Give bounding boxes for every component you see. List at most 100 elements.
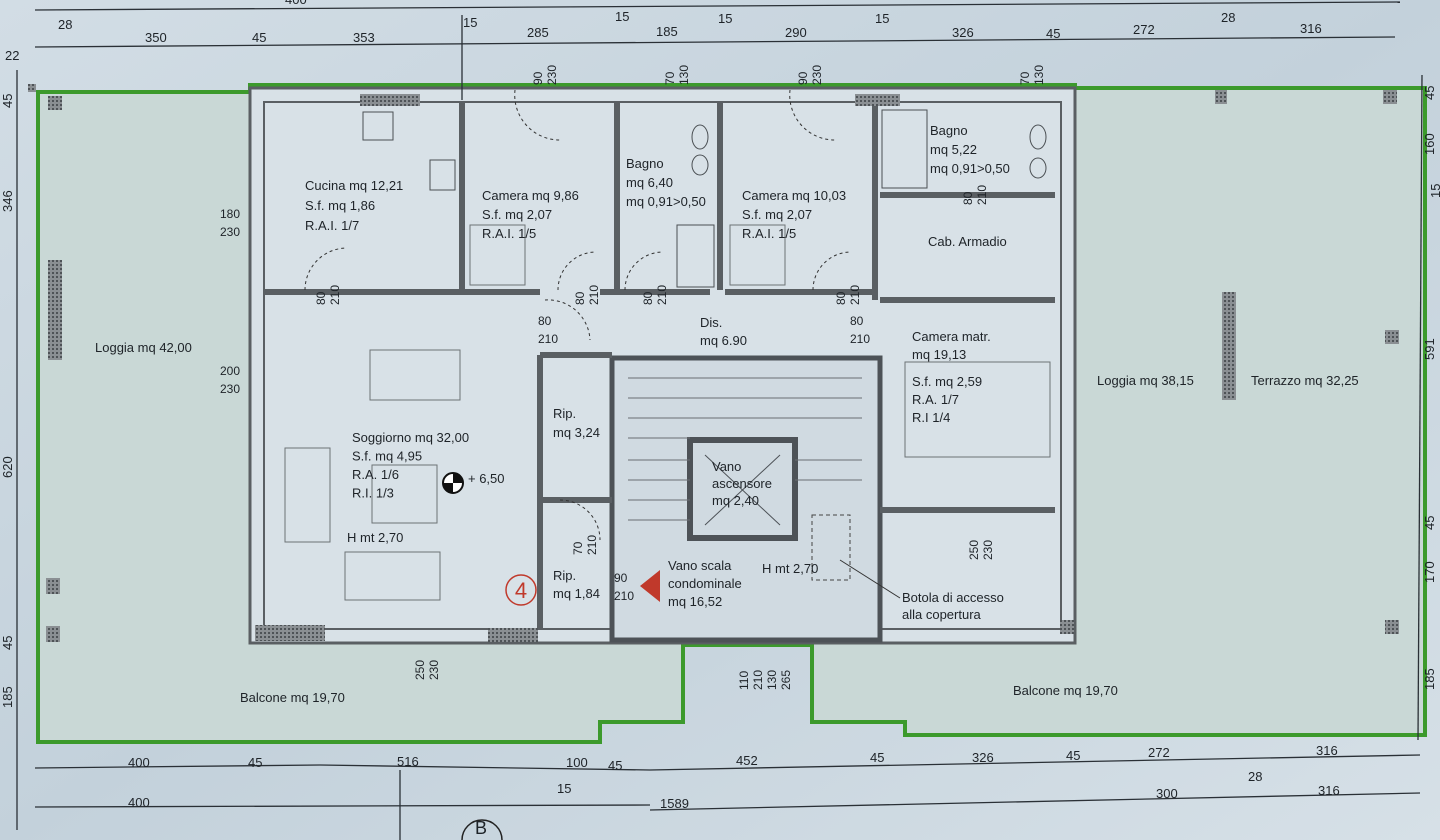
dimension-label: 15 (463, 15, 477, 30)
room-label-botola: Botola di accesso (902, 590, 1004, 605)
dimension-label: 272 (1133, 22, 1155, 37)
room-label-bagno1: mq 0,91>0,50 (626, 194, 706, 209)
room-label-rip1: mq 3,24 (553, 425, 600, 440)
room-label-bagno2: mq 5,22 (930, 142, 977, 157)
room-label-cucina: R.A.I. 1/7 (305, 218, 359, 233)
opening-dimension: 80 (834, 291, 848, 305)
dimension-label: 15 (718, 11, 732, 26)
dimension-label: 45 (0, 94, 15, 108)
opening-dimension: 210 (587, 285, 601, 305)
opening-dimension: 210 (850, 332, 870, 346)
dimension-label: 15 (557, 781, 571, 796)
opening-dimension: 230 (220, 225, 240, 239)
opening-dimension: 90 (531, 71, 545, 85)
room-label-camera1: S.f. mq 2,07 (482, 207, 552, 222)
opening-dimension: 130 (1032, 65, 1046, 85)
opening-dimension: 210 (848, 285, 862, 305)
columns (46, 90, 1399, 642)
opening-dimension: 210 (585, 535, 599, 555)
opening-dimension: 210 (975, 185, 989, 205)
dimension-label: 15 (615, 9, 629, 24)
dimension-label: 45 (1046, 26, 1060, 41)
opening-dimension: 265 (779, 670, 793, 690)
opening-dimension: 230 (981, 540, 995, 560)
opening-dimension: 110 (737, 671, 751, 690)
opening-dimension: 80 (314, 291, 328, 305)
opening-dimension: 210 (538, 332, 558, 346)
section-marker-label: B (475, 818, 487, 838)
opening-dimension: 230 (220, 382, 240, 396)
dimension-label: 45 (252, 30, 266, 45)
column (28, 84, 36, 92)
opening-dimension: 200 (220, 364, 240, 378)
opening-dimension: 70 (571, 541, 585, 555)
opening-dimension: 210 (328, 285, 342, 305)
room-label-bagno1: mq 6,40 (626, 175, 673, 190)
furniture (284, 224, 1051, 601)
room-label-camera-matr: R.A. 1/7 (912, 392, 959, 407)
room-label-bagno2: Bagno (930, 123, 968, 138)
dimension-label: 170 (1422, 561, 1437, 583)
room-label-camera-matr: Camera matr. (912, 329, 991, 344)
dimension-label: 100 (566, 755, 588, 770)
room-label-loggia-right: Loggia mq 38,15 (1097, 373, 1194, 388)
door-swings (304, 89, 852, 541)
dimension-label: 15 (875, 11, 889, 26)
room-label-level-mark: + 6,50 (468, 471, 505, 486)
room-label-camera2: Camera mq 10,03 (742, 188, 846, 203)
opening-dimension: 70 (663, 71, 677, 85)
opening-dimension: 130 (765, 670, 779, 690)
stair-treads (628, 377, 862, 521)
dimension-label: 272 (1148, 745, 1170, 760)
room-label-vano-scala: Vano scala (668, 558, 732, 573)
dimension-label: 185 (1422, 668, 1437, 690)
room-label-terrazzo: Terrazzo mq 32,25 (1251, 373, 1359, 388)
hatch-leader (839, 559, 901, 599)
opening-dimension: 230 (545, 65, 559, 85)
room-label-rip1: Rip. (553, 406, 576, 421)
opening-dimension: 210 (655, 285, 669, 305)
opening-dimension: 80 (850, 314, 864, 328)
opening-dimension: 250 (413, 660, 427, 680)
dimension-label: 1589 (660, 796, 689, 811)
room-label-ascensore: ascensore (712, 476, 772, 491)
room-label-balcone-right: Balcone mq 19,70 (1013, 683, 1118, 698)
opening-dimension: 80 (538, 314, 552, 328)
opening-dimension: 210 (751, 670, 765, 690)
entrance-arrow-icon (640, 570, 660, 602)
elevator-cross (704, 454, 781, 526)
opening-dimension: 80 (573, 291, 587, 305)
dimension-label: 185 (0, 686, 15, 708)
room-label-soggiorno: S.f. mq 4,95 (352, 449, 422, 464)
dimension-label: 45 (248, 755, 262, 770)
opening-dimension: 250 (967, 540, 981, 560)
opening-dimension: 90 (796, 71, 810, 85)
section-marker-icon (461, 819, 503, 840)
dimension-label: 160 (1422, 133, 1437, 155)
dimension-label: 400 (128, 795, 150, 810)
opening-dimension: 130 (677, 65, 691, 85)
room-label-camera1: Camera mq 9,86 (482, 188, 579, 203)
dimension-lines (16, 1, 1423, 840)
dimension-label: 591 (1422, 338, 1437, 360)
room-label-vano-scala: mq 16,52 (668, 594, 722, 609)
level-marker-symbol (442, 472, 464, 494)
opening-dimension: 230 (810, 65, 824, 85)
room-label-bagno1: Bagno (626, 156, 664, 171)
room-label-soggiorno: Soggiorno mq 32,00 (352, 430, 469, 445)
dimension-label: 316 (1316, 743, 1338, 758)
room-label-rip2: Rip. (553, 568, 576, 583)
room-label-disimpegno: Dis. (700, 315, 722, 330)
room-label-vano-scala: condominale (668, 576, 742, 591)
room-label-ascensore: Vano (712, 459, 741, 474)
opening-dimension: 80 (641, 291, 655, 305)
opening-dimension: 70 (1018, 71, 1032, 85)
opening-dimension: 180 (220, 207, 240, 221)
dimension-label: 300 (1156, 786, 1178, 801)
room-label-bagno2: mq 0,91>0,50 (930, 161, 1010, 176)
unit-number-circle (505, 574, 537, 606)
dimension-label: 22 (5, 48, 19, 63)
room-label-cucina: Cucina mq 12,21 (305, 178, 403, 193)
dimension-label: 285 (527, 25, 549, 40)
room-label-rip2: mq 1,84 (553, 586, 600, 601)
